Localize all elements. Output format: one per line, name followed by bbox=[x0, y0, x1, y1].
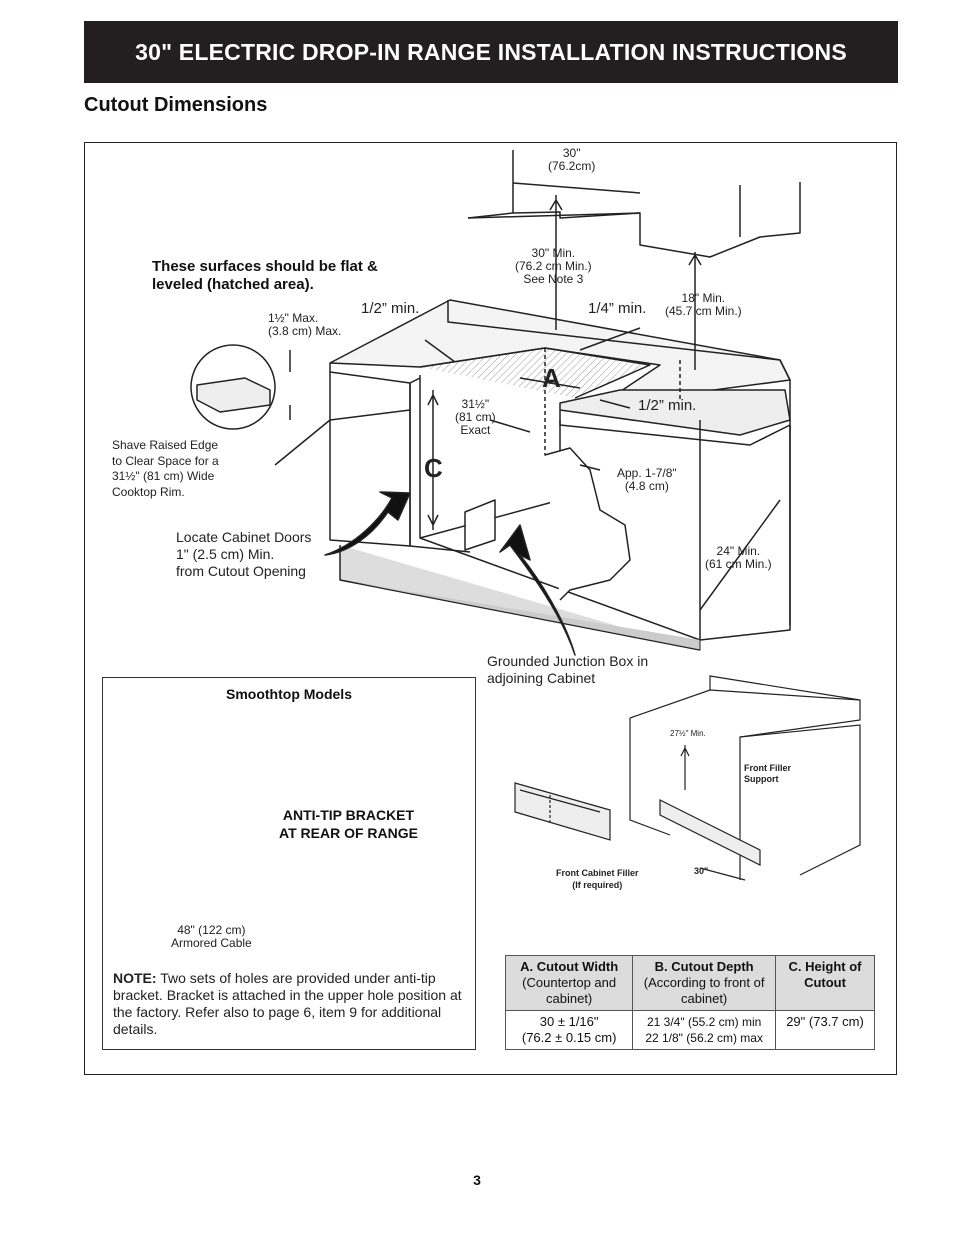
dim-30-min-line3: See Note 3 bbox=[523, 272, 584, 286]
dim-1half-max-line2: (3.8 cm) Max. bbox=[268, 324, 342, 338]
dim-18-min-line2: (45.7 cm Min.) bbox=[665, 304, 742, 318]
dim-24-min-line2: (61 cm Min.) bbox=[705, 557, 772, 571]
inset-note: NOTE: Two sets of holes are provided und… bbox=[113, 970, 463, 1038]
section-title: Cutout Dimensions bbox=[84, 94, 268, 116]
filler-support-line1: Front Filler bbox=[744, 763, 791, 773]
cable-line1: 48" (122 cm) bbox=[177, 923, 246, 937]
dim-30-min-line2: (76.2 cm Min.) bbox=[515, 259, 592, 273]
surfaces-note-line2: leveled (hatched area). bbox=[152, 276, 314, 293]
cell-cutout-width: 30 ± 1/16" (76.2 ± 0.15 cm) bbox=[504, 1010, 634, 1050]
cabinet-doors-note: Locate Cabinet Doors 1" (2.5 cm) Min. fr… bbox=[176, 529, 311, 580]
label-a: A bbox=[542, 363, 561, 393]
surfaces-note: These surfaces should be flat & leveled … bbox=[152, 258, 378, 294]
cell-height: 29" (73.7 cm) bbox=[775, 1010, 875, 1050]
table-header-row: A. Cutout Width (Countertop and cabinet)… bbox=[504, 955, 875, 1011]
junction-box-note: Grounded Junction Box in adjoining Cabin… bbox=[487, 653, 648, 687]
dim-18-min-line1: 18" Min. bbox=[681, 291, 726, 305]
front-filler-support: Front Filler Support bbox=[744, 763, 791, 785]
cabinet-filler-line1: Front Cabinet Filler bbox=[556, 868, 639, 878]
cutout-spec-table: A. Cutout Width (Countertop and cabinet)… bbox=[504, 955, 875, 1050]
header-cutout-width: A. Cutout Width (Countertop and cabinet) bbox=[504, 955, 634, 1011]
smoothtop-inset: Smoothtop Models ANTI-TIP BRACKET AT REA… bbox=[102, 677, 476, 1050]
armored-cable-label: 48" (122 cm) Armored Cable bbox=[171, 924, 252, 950]
header-b-sub: (According to front of cabinet) bbox=[643, 975, 765, 1006]
front-cabinet-filler: Front Cabinet Filler (If required) bbox=[556, 867, 639, 891]
anti-tip-line2: AT REAR OF RANGE bbox=[279, 825, 418, 841]
dim-30-top-line2: (76.2cm) bbox=[548, 159, 596, 173]
page-header: 30" ELECTRIC DROP-IN RANGE INSTALLATION … bbox=[84, 21, 898, 83]
dim-app: App. 1-7/8" (4.8 cm) bbox=[617, 467, 677, 493]
junction-box-line2: adjoining Cabinet bbox=[487, 670, 596, 686]
shave-note-line1: Shave Raised Edge bbox=[112, 438, 219, 452]
page-title: 30" ELECTRIC DROP-IN RANGE INSTALLATION … bbox=[135, 38, 847, 65]
cell-cutout-depth: 21 3/4" (55.2 cm) min 22 1/8" (56.2 cm) … bbox=[632, 1010, 776, 1050]
dim-half-min-left: 1/2” min. bbox=[361, 300, 420, 317]
cabinet-filler-line2: (If required) bbox=[572, 880, 623, 890]
note-label: NOTE: bbox=[113, 970, 157, 986]
dim-30-top-line1: 30" bbox=[562, 146, 581, 160]
dim-quarter-min: 1/4” min. bbox=[588, 300, 647, 317]
anti-tip-label: ANTI-TIP BRACKET AT REAR OF RANGE bbox=[279, 806, 418, 842]
cable-line2: Armored Cable bbox=[171, 936, 252, 950]
label-c: C bbox=[424, 453, 443, 483]
dim-half-min-right: 1/2” min. bbox=[638, 397, 697, 414]
header-a-sub: (Countertop and cabinet) bbox=[522, 975, 617, 1006]
header-cutout-depth: B. Cutout Depth (According to front of c… bbox=[632, 955, 776, 1011]
header-a-title: A. Cutout Width bbox=[520, 959, 619, 974]
junction-box-line1: Grounded Junction Box in bbox=[487, 653, 649, 669]
cabinet-doors-line1: Locate Cabinet Doors bbox=[176, 529, 312, 545]
dim-31half-line2: (81 cm) bbox=[455, 410, 496, 424]
dim-31half-line1: 31½" bbox=[461, 397, 490, 411]
cabinet-doors-line2: 1" (2.5 cm) Min. bbox=[176, 546, 275, 562]
shave-note-line3: 31½" (81 cm) Wide bbox=[112, 469, 215, 483]
note-text: Two sets of holes are provided under ant… bbox=[113, 970, 462, 1037]
header-c-title: C. Height of Cutout bbox=[788, 959, 862, 990]
dim-30-top: 30" (76.2cm) bbox=[548, 147, 595, 173]
cabinet-doors-line3: from Cutout Opening bbox=[176, 563, 306, 579]
filler-support-line2: Support bbox=[744, 774, 779, 784]
anti-tip-line1: ANTI-TIP BRACKET bbox=[282, 807, 415, 823]
dim-31half: 31½" (81 cm) Exact bbox=[455, 398, 496, 437]
surfaces-note-line1: These surfaces should be flat & bbox=[152, 258, 378, 275]
height-value: 29" (73.7 cm) bbox=[786, 1014, 864, 1029]
shave-note-line4: Cooktop Rim. bbox=[112, 484, 185, 499]
dim-30-filler: 30" bbox=[694, 866, 709, 876]
dim-app-line1: App. 1-7/8" bbox=[617, 466, 677, 480]
table-row: 30 ± 1/16" (76.2 ± 0.15 cm) 21 3/4" (55.… bbox=[504, 1010, 875, 1050]
header-height: C. Height of Cutout bbox=[775, 955, 875, 1011]
dim-24-min-line1: 24" Min. bbox=[716, 544, 761, 558]
inset-title: Smoothtop Models bbox=[226, 686, 352, 702]
shave-edge-note: Shave Raised Edge to Clear Space for a 3… bbox=[112, 438, 219, 500]
page-number: 3 bbox=[473, 1172, 481, 1188]
depth-min: 21 3/4" (55.2 cm) min bbox=[646, 1015, 762, 1029]
dim-27-min: 27½" Min. bbox=[670, 729, 706, 738]
depth-max: 22 1/8" (56.2 cm) max bbox=[645, 1031, 763, 1045]
diagram-frame bbox=[84, 142, 897, 1075]
width-value-in: 30 ± 1/16" bbox=[539, 1014, 599, 1029]
dim-1half-max: 1½" Max. (3.8 cm) Max. bbox=[268, 312, 341, 338]
dim-30-min: 30" Min. (76.2 cm Min.) See Note 3 bbox=[515, 247, 592, 286]
dim-18-min: 18" Min. (45.7 cm Min.) bbox=[665, 292, 742, 318]
header-b-title: B. Cutout Depth bbox=[654, 959, 754, 974]
width-value-cm: (76.2 ± 0.15 cm) bbox=[521, 1030, 617, 1045]
dim-24-min: 24" Min. (61 cm Min.) bbox=[705, 545, 772, 571]
dim-31half-line3: Exact bbox=[460, 423, 491, 437]
shave-note-line2: to Clear Space for a bbox=[112, 453, 219, 468]
dim-1half-max-line1: 1½" Max. bbox=[268, 311, 319, 325]
dim-app-line2: (4.8 cm) bbox=[624, 479, 669, 493]
dim-30-min-line1: 30" Min. bbox=[531, 246, 576, 260]
